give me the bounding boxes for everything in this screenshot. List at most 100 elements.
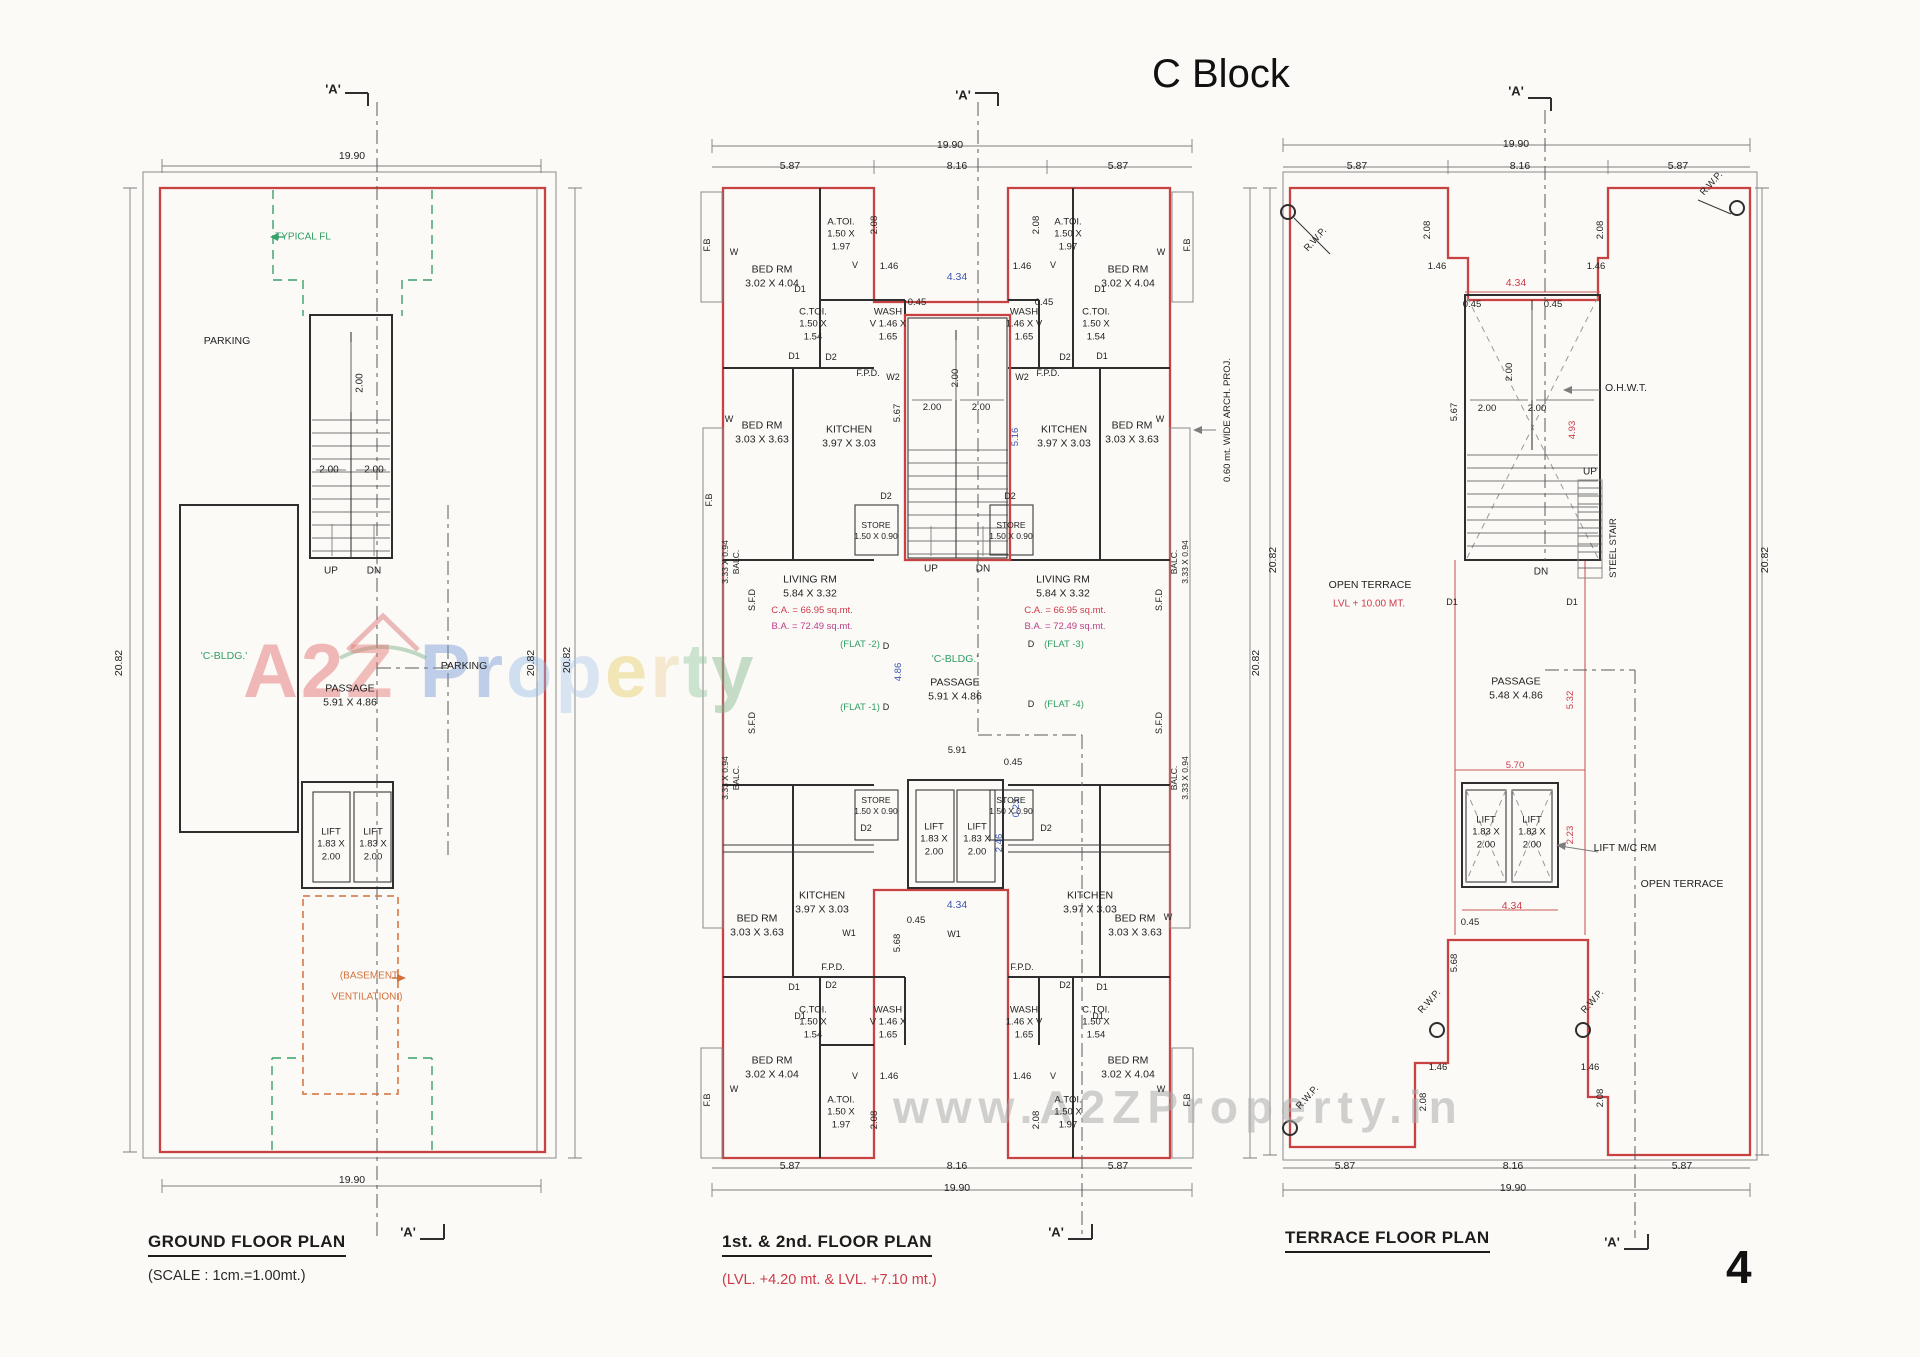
- first_second-label-w-43: W: [724, 414, 734, 425]
- first_second-label-a.toi.-36: A.TOI. 1.50 X 1.97: [1054, 216, 1082, 253]
- first_second-label-1.46-11: 1.46: [879, 260, 899, 272]
- terrace-label-d1-26: D1: [1566, 597, 1578, 608]
- first_second-label-w2-18: W2: [886, 372, 900, 383]
- first_second-label-w-114: W: [729, 1084, 739, 1095]
- first_second-label-v-10: V: [851, 260, 859, 271]
- terrace-label-dn-22: DN: [1533, 566, 1549, 578]
- first_second-label-c.toi.-12: C.TOI. 1.50 X 1.54: [799, 306, 827, 343]
- ground-label--c-bldg.--11: 'C-BLDG.': [200, 650, 248, 663]
- terrace-label-2.08-43: 2.08: [1417, 1092, 1429, 1112]
- terrace-label-2.00-17: 2.00: [1477, 402, 1497, 414]
- first_second-label-a.toi.-8: A.TOI. 1.50 X 1.97: [827, 216, 855, 253]
- brand-letter-8: e: [604, 629, 651, 714]
- first_second-label-0.45-83: 0.45: [1003, 756, 1023, 768]
- terrace-label-0.45-12: 0.45: [1462, 298, 1482, 310]
- first_second-label-bed-rm-98: BED RM 3.03 X 3.63: [730, 912, 784, 938]
- first_second-label-v-121: V: [1049, 1071, 1057, 1082]
- first_second-label-2.08-9: 2.08: [868, 215, 880, 235]
- first_second-label-v-34: V: [1049, 260, 1057, 271]
- first_second-label-d-60: D: [882, 641, 890, 652]
- first_second-label-8.16-3: 8.16: [946, 160, 968, 173]
- terrace-label-1.46-9: 1.46: [1427, 260, 1447, 272]
- first_second-label-4.34-92: 4.34: [946, 899, 968, 912]
- first_second-label-d2-46: D2: [880, 491, 892, 502]
- first_second-label-d1-113: D1: [1092, 1011, 1104, 1022]
- site-watermark: www.A2ZProperty.in: [893, 1081, 1464, 1133]
- terrace-label-r.w.p.-6: R.W.P.: [1697, 169, 1726, 198]
- first_second-label-store-47: STORE 1.50 X 0.90: [854, 519, 898, 541]
- first_second-label-2.00-26: 2.00: [971, 401, 991, 413]
- terrace-label-r.w.p.-5: R.W.P.: [1301, 225, 1330, 254]
- terrace-label-5.87-2: 5.87: [1346, 160, 1368, 173]
- ground-label-lift-14: LIFT 1.83 X 2.00: [317, 826, 345, 863]
- first_second-label-store-90: STORE 1.50 X 0.90: [989, 794, 1033, 816]
- first_second-label-c.toi.-32: C.TOI. 1.50 X 1.54: [1082, 306, 1110, 343]
- first_second-label-5.16-24: 5.16: [1009, 427, 1021, 447]
- first_second-label--a--0: 'A': [955, 87, 971, 103]
- first_second-label-d2-16: D2: [825, 352, 837, 363]
- first_second-label-d2-48: D2: [1004, 491, 1016, 502]
- terrace-label-5.87-49: 5.87: [1671, 1160, 1693, 1173]
- first_second-label--a--132: 'A': [1048, 1224, 1064, 1240]
- first_second-label--flat-4--81: (FLAT -4): [1044, 698, 1084, 710]
- first_second-label--c-bldg.--61: 'C-BLDG.': [931, 653, 979, 666]
- first_second-label-d-79: D: [882, 702, 890, 713]
- ground-label--a--0: 'A': [325, 81, 341, 97]
- first_second-label-5.91-82: 5.91: [947, 744, 967, 756]
- first_second-label-0.45-19: 0.45: [907, 296, 927, 308]
- terrace-label-2.23-32: 2.23: [1564, 825, 1576, 845]
- first_second-label-0.45-21: 0.45: [1034, 296, 1054, 308]
- first_second-label-f.b-127: F.B: [1182, 1093, 1193, 1107]
- terrace-label-19.90-1: 19.90: [1502, 138, 1530, 151]
- brand-house-icon: [339, 612, 427, 660]
- terrace-label-o.h.w.t.-15: O.H.W.T.: [1605, 382, 1647, 395]
- ground-label-parking-3: PARKING: [203, 335, 251, 348]
- first_second-label-1.46-33: 1.46: [1012, 260, 1032, 272]
- first_second-label-lift-87: LIFT 1.83 X 2.00: [963, 821, 991, 858]
- first_second-label-bed-rm-44: BED RM 3.03 X 3.63: [735, 419, 789, 445]
- first_second-label-2.00-22: 2.00: [949, 368, 961, 388]
- ground-plan-lines: [123, 92, 557, 1240]
- first_second-label-w1-96: W1: [947, 929, 961, 940]
- first_second-label-w-125: W: [1156, 1084, 1166, 1095]
- first_second-label-f.p.d.-17: F.P.D.: [856, 368, 880, 379]
- first_second-label-dn-28: DN: [975, 563, 991, 575]
- first_second-label-d-80: D: [1027, 699, 1035, 710]
- brand-letter-11: y: [711, 629, 757, 714]
- first_second-label-c.a.-66.95-sq.mt.-67: C.A. = 66.95 sq.mt.: [1024, 604, 1106, 616]
- brand-letter-7: p: [555, 629, 605, 714]
- terrace-label-5.70-29: 5.70: [1505, 759, 1525, 771]
- terrace-label-20.82-46: 20.82: [1759, 546, 1772, 574]
- ground-label-20.82-8: 20.82: [525, 649, 538, 677]
- terrace-label-19.90-50: 19.90: [1499, 1182, 1527, 1195]
- terrace-label--a--51: 'A': [1604, 1234, 1620, 1250]
- first_second-label-kitchen-99: KITCHEN 3.97 X 3.03: [1063, 889, 1117, 915]
- first_second-label-c.toi.-110: C.TOI. 1.50 X 1.54: [1082, 1004, 1110, 1041]
- terrace-label-5.32-28: 5.32: [1564, 690, 1576, 710]
- first_second-label-d-69: D: [1027, 639, 1035, 650]
- first_second-label-5.67-23: 5.67: [891, 403, 903, 423]
- first_second-label-3.33-x-0.94-65: 3.33 X 0.94 BALC.: [719, 756, 741, 800]
- first_second-label-d1-106: D1: [794, 1011, 806, 1022]
- first_second-label-d1-14: D1: [794, 284, 806, 295]
- brand-letter-9: r: [650, 629, 683, 714]
- terrace-label-open-terrace-23: OPEN TERRACE: [1328, 579, 1412, 592]
- first_second-label-a.toi.-122: A.TOI. 1.50 X 1.97: [1054, 1094, 1082, 1131]
- terrace-label-d1-25: D1: [1446, 597, 1458, 608]
- terrace-label-up-20: UP: [1583, 466, 1597, 478]
- terrace-label-2.08-7: 2.08: [1421, 220, 1433, 240]
- first_second-label-f.p.d.-102: F.P.D.: [821, 962, 845, 973]
- first_second-label-s.f.d-71: S.F.D: [1154, 588, 1165, 612]
- sheet-heading: C Block: [1152, 52, 1290, 96]
- first_second-label-w2-29: W2: [1015, 372, 1029, 383]
- first_second-label-wash-108: WASH V 1.46 X 1.65: [869, 1004, 907, 1041]
- terrace-label-0.45-36: 0.45: [1460, 916, 1480, 928]
- brand-letter-4: P: [419, 629, 474, 714]
- ground-label-passage-12: PASSAGE 5.91 X 4.86: [323, 682, 377, 708]
- first_second-label-bed-rm-100: BED RM 3.03 X 3.63: [1108, 912, 1162, 938]
- first_second-label-wash-31: WASH 1.46 X V 1.65: [1005, 306, 1043, 343]
- first_second-label-bed-rm-37: BED RM 3.02 X 4.04: [1101, 263, 1155, 289]
- first_second-label-s.f.d-73: S.F.D: [1154, 711, 1165, 735]
